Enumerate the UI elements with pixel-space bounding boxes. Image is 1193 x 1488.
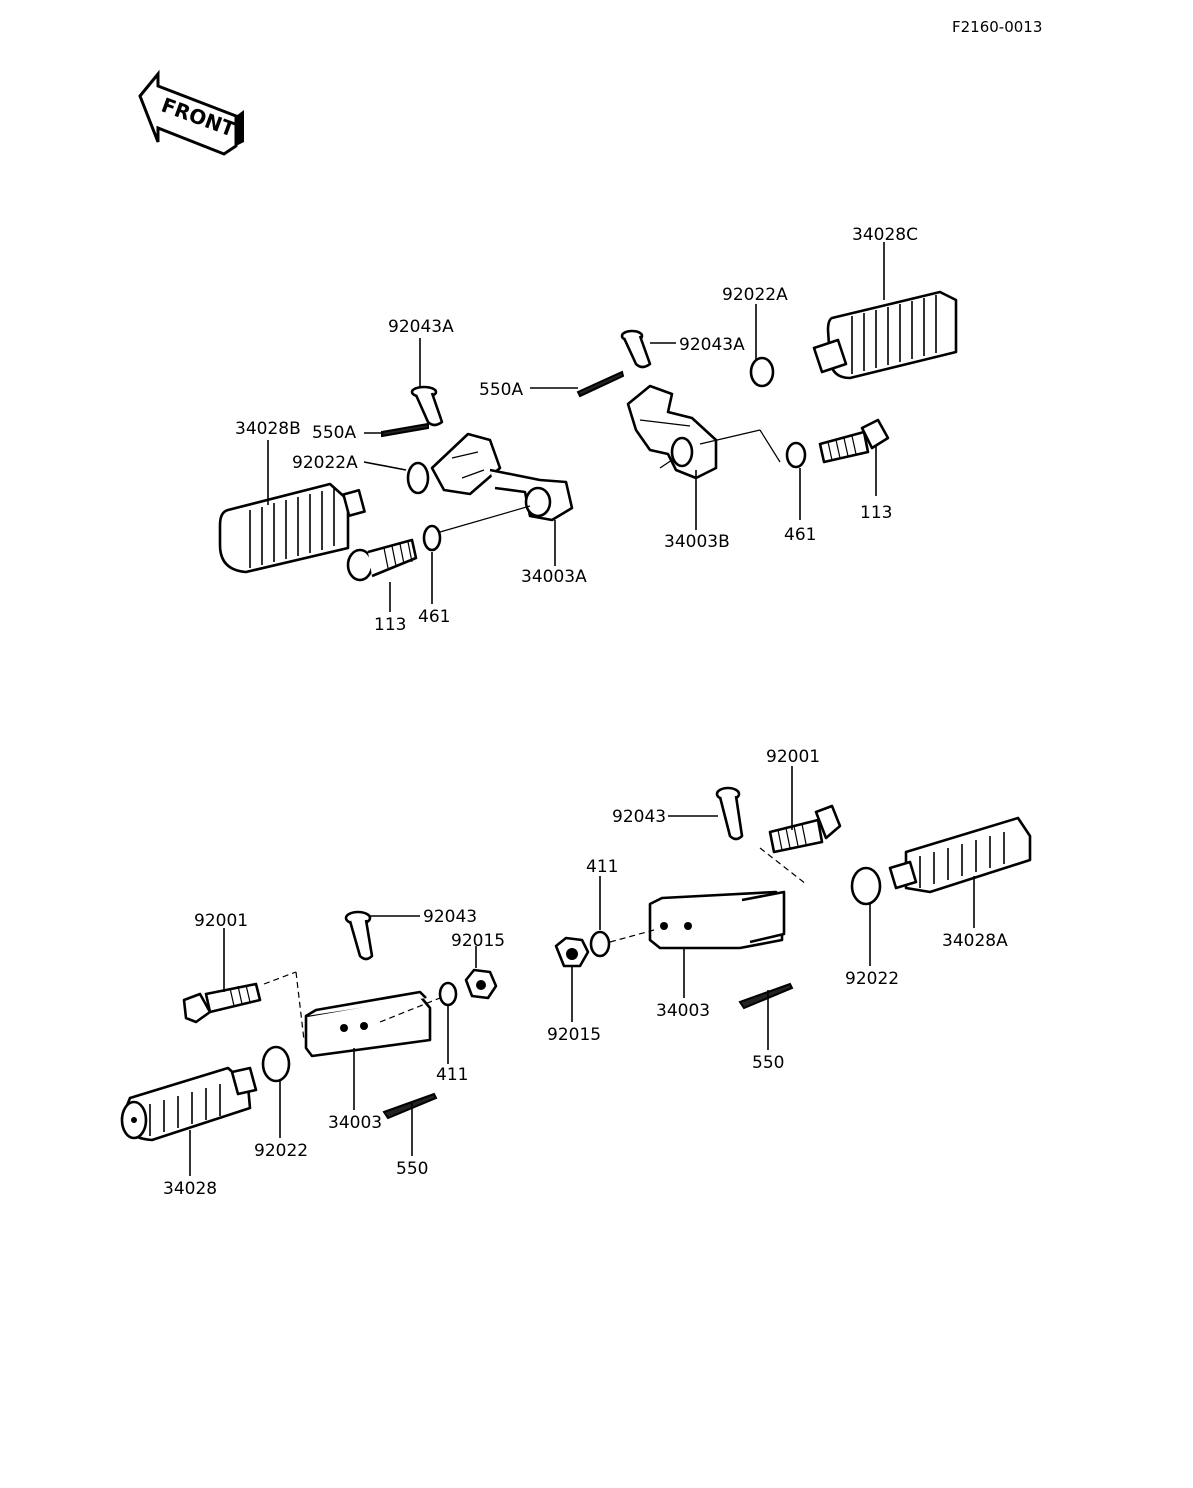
label-461-right: 461 (784, 525, 816, 545)
footpeg-bracket-34003-left (304, 990, 432, 1058)
assembly-line (295, 971, 305, 1041)
label-92043-right: 92043 (612, 807, 666, 827)
label-34028C: 34028C (852, 225, 918, 245)
label-92022A-right: 92022A (722, 285, 788, 305)
footpeg-bracket-34003B (626, 384, 718, 480)
label-92043-left: 92043 (423, 907, 477, 927)
washer-411-right (589, 930, 611, 958)
cotter-pin-550-right (738, 982, 794, 1010)
footpeg-bracket-34003-right (648, 890, 786, 950)
label-34003B: 34003B (664, 532, 730, 552)
nut-92015-left (464, 968, 498, 1000)
label-34028B: 34028B (235, 419, 301, 439)
assembly-line (263, 971, 297, 985)
footpeg-bracket-34003A (430, 432, 574, 522)
label-411-left: 411 (436, 1065, 468, 1085)
nut-92015-right (554, 936, 590, 968)
bolt-92001-left (182, 982, 262, 1024)
footpeg-rubber-34028B (218, 482, 366, 574)
label-34003-left: 34003 (328, 1113, 382, 1133)
label-92043A-right: 92043A (679, 335, 745, 355)
cotter-pin-550-left (382, 1092, 438, 1120)
front-arrow-icon: FRONT (138, 69, 244, 156)
washer-92022A-left (406, 461, 430, 495)
footpeg-rubber-34028C (812, 290, 958, 380)
washer-461-right (785, 441, 807, 469)
label-550-left: 550 (396, 1159, 428, 1179)
label-92022-left: 92022 (254, 1141, 308, 1161)
bolt-113-right (818, 418, 890, 464)
label-550A-right: 550A (479, 380, 523, 400)
washer-461-left (422, 524, 442, 552)
label-550-right: 550 (752, 1053, 784, 1073)
label-92022-right: 92022 (845, 969, 899, 989)
clevis-pin-92043-left (344, 910, 374, 961)
label-34003-right: 34003 (656, 1001, 710, 1021)
bolt-92001-right (768, 804, 842, 854)
washer-411-left (438, 981, 458, 1007)
clevis-pin-92043A-right (620, 329, 652, 369)
assembly-line (759, 429, 781, 463)
label-92015-left: 92015 (451, 931, 505, 951)
label-113-left: 113 (374, 615, 406, 635)
assembly-line (609, 929, 655, 943)
label-92015-right: 92015 (547, 1025, 601, 1045)
washer-92022-right (850, 866, 882, 906)
assembly-line (379, 997, 441, 1023)
label-92001-left: 92001 (194, 911, 248, 931)
clevis-pin-92043A-left (410, 385, 444, 427)
footpeg-rubber-34028A (888, 816, 1032, 894)
label-34028: 34028 (163, 1179, 217, 1199)
label-92043A-left: 92043A (388, 317, 454, 337)
label-92022A-left: 92022A (292, 453, 358, 473)
label-550A-left: 550A (312, 423, 356, 443)
label-113-right: 113 (860, 503, 892, 523)
assembly-line (699, 429, 761, 445)
label-92001-right: 92001 (766, 747, 820, 767)
label-34003A: 34003A (521, 567, 587, 587)
assembly-line (439, 505, 531, 533)
bolt-113-left (346, 538, 418, 582)
label-461-left: 461 (418, 607, 450, 627)
assembly-line (759, 847, 807, 885)
label-411-right: 411 (586, 857, 618, 877)
cotter-pin-550A-left (381, 422, 429, 438)
clevis-pin-92043-right (715, 786, 744, 841)
washer-92022-left (261, 1045, 291, 1083)
footpeg-rubber-34028 (120, 1066, 258, 1142)
cotter-pin-550A-right (576, 370, 625, 398)
label-34028A: 34028A (942, 931, 1008, 951)
figure-code: F2160-0013 (952, 18, 1042, 36)
washer-92022A-right (749, 356, 775, 388)
